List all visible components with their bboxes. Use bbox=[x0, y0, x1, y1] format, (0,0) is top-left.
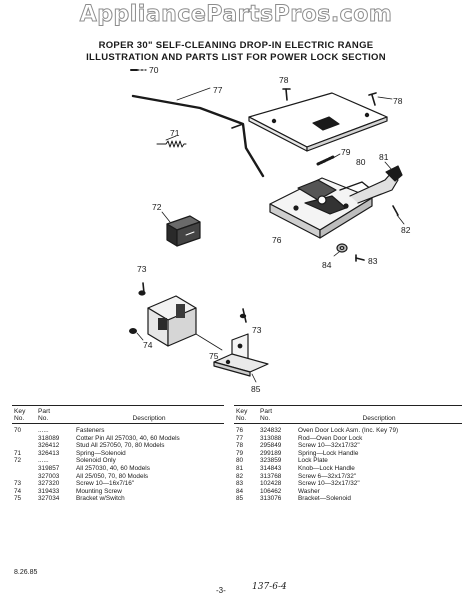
callout-75: 75 bbox=[209, 351, 219, 361]
part-83-screw bbox=[355, 254, 365, 262]
page-title-line1: ROPER 30" SELF-CLEANING DROP-IN ELECTRIC… bbox=[98, 40, 374, 51]
callout-80: 80 bbox=[356, 157, 366, 167]
watermark: AppliancePartsPros.com bbox=[79, 2, 393, 28]
part-73-screw-left bbox=[138, 282, 146, 296]
part-84-washer bbox=[333, 243, 348, 257]
part-73-screw-right bbox=[239, 308, 247, 323]
callout-73-right: 73 bbox=[252, 325, 262, 335]
callout-74: 74 bbox=[143, 340, 153, 350]
part-78-screw-top bbox=[282, 88, 291, 101]
part-74-mounting-screw bbox=[129, 328, 144, 341]
part-78-screw-right bbox=[368, 92, 393, 106]
page-title-line2: ILLUSTRATION AND PARTS LIST FOR POWER LO… bbox=[86, 52, 386, 63]
part-72-solenoid bbox=[161, 211, 201, 247]
callout-70: 70 bbox=[149, 65, 159, 75]
header-description: Description bbox=[74, 405, 224, 424]
part-71-spring bbox=[156, 135, 187, 148]
handwritten-note: 137-6-4 bbox=[252, 582, 287, 592]
callout-79: 79 bbox=[341, 147, 351, 157]
callout-77: 77 bbox=[213, 85, 223, 95]
part-79-spring bbox=[316, 153, 341, 166]
exploded-parts-diagram: 70 71 72 73 73 74 75 76 77 78 78 79 80 8… bbox=[129, 65, 411, 394]
print-date: 8.26.85 bbox=[14, 569, 38, 576]
part-82-screw bbox=[392, 205, 405, 225]
callout-71: 71 bbox=[170, 128, 180, 138]
callout-72: 72 bbox=[152, 202, 162, 212]
callout-81: 81 bbox=[379, 152, 389, 162]
callout-83: 83 bbox=[368, 256, 378, 266]
table-row: 72......Solenoid Only bbox=[14, 457, 116, 465]
page-number: -3- bbox=[216, 586, 226, 595]
part-75-bracket-switch bbox=[147, 295, 223, 351]
part-77-lock-rod bbox=[131, 87, 265, 178]
table-row: 70......Fasteners bbox=[14, 427, 105, 434]
callout-76: 76 bbox=[272, 235, 282, 245]
callout-73-left: 73 bbox=[137, 264, 147, 274]
callout-78-top: 78 bbox=[279, 75, 289, 85]
callout-85: 85 bbox=[251, 384, 261, 394]
part-81-knob bbox=[349, 161, 403, 204]
header-description: Description bbox=[296, 405, 462, 424]
part-85-solenoid-bracket bbox=[213, 333, 269, 383]
callout-84: 84 bbox=[322, 260, 332, 270]
callout-78-right: 78 bbox=[393, 96, 403, 106]
part-76-door-lock-assembly bbox=[269, 177, 373, 239]
callout-82: 82 bbox=[401, 225, 411, 235]
part-80-lock-plate bbox=[248, 92, 388, 152]
